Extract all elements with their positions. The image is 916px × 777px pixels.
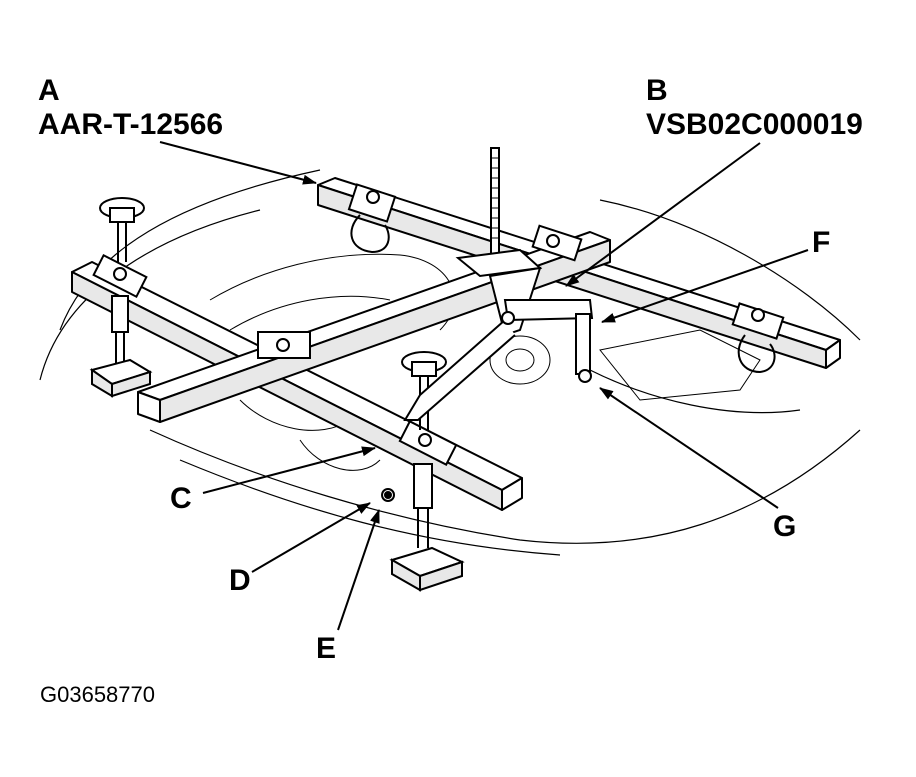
leader-f [601,249,809,323]
callout-e: E [316,632,336,665]
leader-b [565,142,761,287]
leader-g [599,387,779,509]
left-support-leg [89,197,153,398]
callout-b-letter: B [646,74,668,107]
callout-d: D [229,564,251,597]
callout-c: C [170,482,192,515]
engine-bay-outline [39,169,861,556]
leader-c [202,446,376,494]
callout-f: F [812,226,830,259]
callout-a-part: AAR-T-12566 [38,108,223,141]
callout-b-part: VSB02C000019 [646,108,863,141]
leader-a [159,141,317,185]
leader-lines [159,141,809,631]
rear-hooks [350,214,776,374]
callout-g: G [773,510,796,543]
callout-a-letter: A [38,74,60,107]
threaded-rod-assembly [381,147,594,502]
figure-id: G03658770 [40,682,155,707]
leader-d [251,502,371,573]
beam-clamps [92,183,785,466]
right-support-leg [389,351,465,592]
leader-e [337,509,380,631]
